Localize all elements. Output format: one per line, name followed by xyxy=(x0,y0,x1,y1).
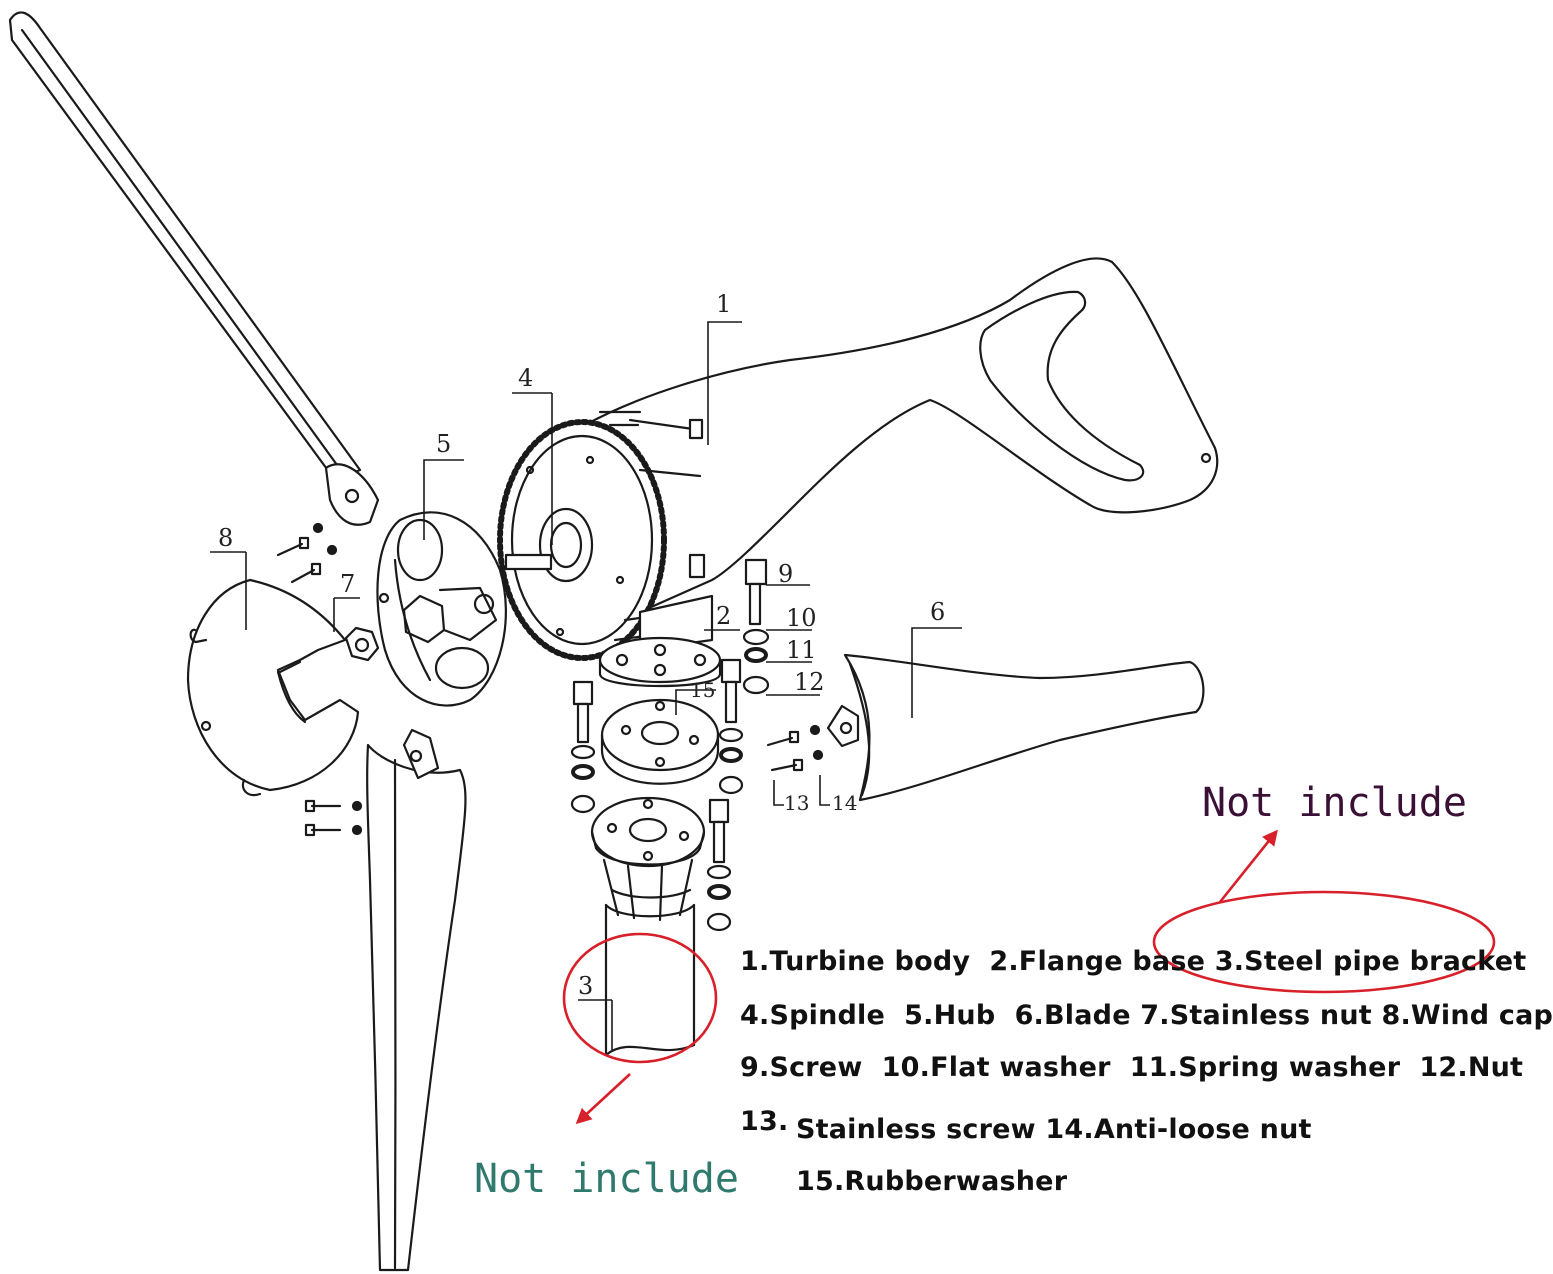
callout-15: 15 xyxy=(690,678,715,702)
callout-14: 14 xyxy=(832,791,857,815)
bolts-left xyxy=(570,680,732,932)
wind-cap xyxy=(186,578,360,797)
lower-flange xyxy=(590,796,706,922)
legend-highlight-ellipse xyxy=(1152,890,1496,994)
not-include-note-top: Not include xyxy=(1202,780,1467,826)
legend-line-5: 15.Rubberwasher xyxy=(796,1166,1068,1197)
bolts-right xyxy=(718,558,770,795)
pipe-highlight-circle xyxy=(562,932,718,1064)
callout-11: 11 xyxy=(786,636,817,664)
callout-10: 10 xyxy=(786,604,817,632)
callout-9: 9 xyxy=(778,560,793,588)
turbine-body xyxy=(583,257,1219,624)
callout-13: 13 xyxy=(784,791,809,815)
blade-right xyxy=(826,653,1205,802)
arrow-bottom xyxy=(575,1073,631,1125)
screws-upper xyxy=(276,522,338,584)
blade-upper-left xyxy=(8,11,380,526)
callout-2: 2 xyxy=(716,602,731,630)
not-include-note-bottom: Not include xyxy=(474,1156,739,1202)
legend-line-4: Stainless screw 14.Anti-loose nut xyxy=(796,1114,1312,1145)
stainless-nut xyxy=(344,626,380,662)
callout-12: 12 xyxy=(794,668,825,696)
exploded-view-drawing: 1 4 5 8 7 9 10 11 12 2 15 6 13 14 3 xyxy=(8,11,1496,1272)
flange-base xyxy=(598,594,722,688)
callout-8: 8 xyxy=(218,524,233,552)
callout-5: 5 xyxy=(436,430,451,458)
steel-pipe xyxy=(604,903,696,1057)
leader-lines xyxy=(210,321,962,1050)
legend-line-1: 1.Turbine body 2.Flange base 3.Steel pip… xyxy=(740,946,1527,977)
red-annotations xyxy=(562,829,1496,1125)
legend-line-3: 9.Screw 10.Flat washer 11.Spring washer … xyxy=(740,1052,1524,1083)
generator-drum xyxy=(497,418,706,661)
legend-line-4-number: 13. xyxy=(740,1106,789,1137)
callout-4: 4 xyxy=(518,364,533,392)
screws-13-14 xyxy=(766,724,824,772)
rubber-washer xyxy=(600,698,720,785)
callout-6: 6 xyxy=(930,598,945,626)
legend-line-2: 4.Spindle 5.Hub 6.Blade 7.Stainless nut … xyxy=(740,1000,1553,1031)
hub xyxy=(376,511,507,707)
callout-7: 7 xyxy=(340,570,355,598)
blade-bottom xyxy=(366,728,467,1272)
callout-3: 3 xyxy=(578,972,593,1000)
callout-numbers: 1 4 5 8 7 9 10 11 12 2 15 6 13 14 3 xyxy=(218,290,945,1000)
arrow-top xyxy=(1218,829,1278,903)
screws-bottom xyxy=(304,799,363,837)
callout-1: 1 xyxy=(716,290,731,318)
diagram-canvas: 1 4 5 8 7 9 10 11 12 2 15 6 13 14 3 Not … xyxy=(8,11,1553,1272)
